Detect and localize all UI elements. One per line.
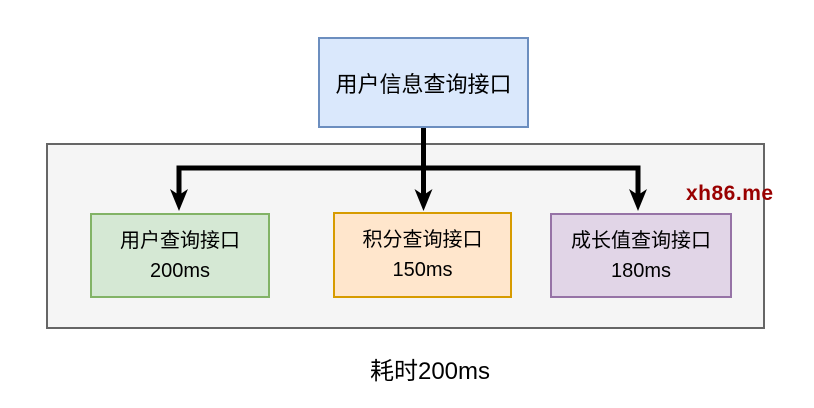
node-points-query: 积分查询接口 150ms xyxy=(333,212,512,298)
node-user-query-label: 用户查询接口 xyxy=(120,229,240,252)
node-growth-query-label: 成长值查询接口 xyxy=(571,229,711,252)
total-time-caption: 耗时200ms xyxy=(369,358,491,385)
node-root-interface: 用户信息查询接口 xyxy=(318,37,529,128)
node-points-query-time: 150ms xyxy=(392,259,453,281)
node-points-query-label: 积分查询接口 xyxy=(362,229,483,251)
node-growth-query-time: 180ms xyxy=(610,259,672,282)
node-root-label: 用户信息查询接口 xyxy=(335,71,512,97)
watermark-text: xh86.me xyxy=(686,182,774,205)
node-user-query: 用户查询接口 200ms xyxy=(90,213,270,298)
node-growth-query: 成长值查询接口 180ms xyxy=(550,213,732,298)
node-user-query-time: 200ms xyxy=(149,259,211,282)
